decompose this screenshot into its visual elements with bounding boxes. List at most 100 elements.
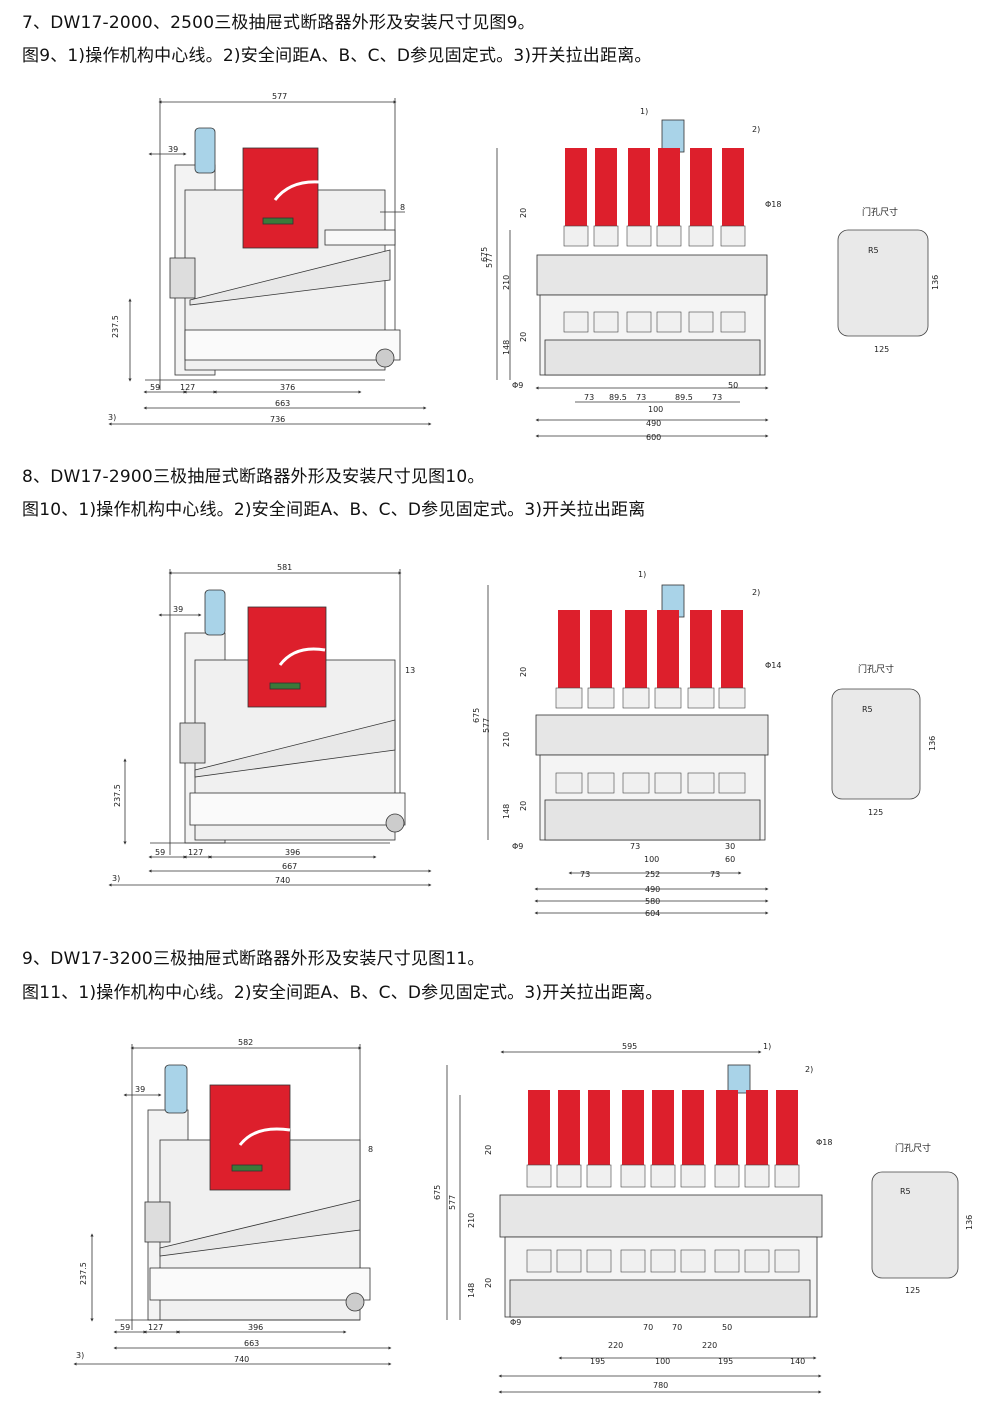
dim-736: 736 bbox=[270, 415, 285, 424]
door-label: 门孔尺寸 bbox=[895, 1142, 931, 1154]
dim-phi18: Φ18 bbox=[765, 200, 781, 209]
dim-73-1: 73 bbox=[584, 393, 594, 402]
red-poles bbox=[528, 1090, 798, 1165]
dim-59: 59 bbox=[120, 1323, 130, 1332]
door-cutout bbox=[831, 688, 921, 800]
note-2: 2) bbox=[805, 1065, 813, 1074]
dim-73a: 73 bbox=[630, 842, 640, 851]
dim-20a: 20 bbox=[519, 208, 528, 218]
dim-580: 580 bbox=[645, 897, 660, 906]
section-3-caption: 图11、1)操作机构中心线。2)安全间距A、B、C、D参见固定式。3)开关拉出距… bbox=[22, 983, 663, 1003]
dim-13: 13 bbox=[405, 666, 415, 675]
dim-148: 148 bbox=[467, 1283, 476, 1298]
door-r5: R5 bbox=[868, 246, 879, 255]
section-2-caption: 图10、1)操作机构中心线。2)安全间距A、B、C、D参见固定式。3)开关拉出距… bbox=[22, 500, 646, 520]
dim-100: 100 bbox=[648, 405, 663, 414]
dim-59: 59 bbox=[150, 383, 160, 392]
dim-73-3: 73 bbox=[712, 393, 722, 402]
dim-8: 8 bbox=[368, 1145, 373, 1154]
dim-127: 127 bbox=[148, 1323, 163, 1332]
door-136: 136 bbox=[931, 275, 940, 290]
dim-577: 577 bbox=[482, 718, 491, 733]
dim-210: 210 bbox=[467, 1213, 476, 1228]
dim-100: 100 bbox=[655, 1357, 670, 1366]
section-2-title: 8、DW17-2900三极抽屉式断路器外形及安装尺寸见图10。 bbox=[22, 467, 485, 487]
dim-127: 127 bbox=[180, 383, 195, 392]
dim-577: 577 bbox=[272, 92, 287, 101]
note-3: 3) bbox=[108, 413, 116, 422]
dim-73-2: 73 bbox=[636, 393, 646, 402]
dim-phi14: Φ14 bbox=[765, 661, 781, 670]
dim-740: 740 bbox=[275, 876, 290, 885]
dim-780: 780 bbox=[653, 1381, 668, 1390]
door-r5: R5 bbox=[900, 1187, 911, 1196]
figure-9: 577 39 8 237.5 59 127 376 663 736 3) 1) … bbox=[108, 92, 940, 442]
dim-396: 396 bbox=[285, 848, 300, 857]
note-2: 2) bbox=[752, 125, 760, 134]
dim-376: 376 bbox=[280, 383, 295, 392]
dim-148: 148 bbox=[502, 804, 511, 819]
dim-490: 490 bbox=[645, 885, 660, 894]
dim-phi9: Φ9 bbox=[512, 842, 523, 851]
dim-89-5-1: 89.5 bbox=[609, 393, 627, 402]
dim-59: 59 bbox=[155, 848, 165, 857]
dim-20b: 20 bbox=[519, 332, 528, 342]
dim-237-5: 237.5 bbox=[113, 784, 122, 807]
door-125: 125 bbox=[874, 345, 889, 354]
door-136: 136 bbox=[965, 1215, 974, 1230]
dim-675: 675 bbox=[472, 708, 481, 723]
dim-20b: 20 bbox=[484, 1278, 493, 1288]
dim-8: 8 bbox=[400, 203, 405, 212]
dim-100: 100 bbox=[644, 855, 659, 864]
dim-490: 490 bbox=[646, 419, 661, 428]
dim-phi9: Φ9 bbox=[512, 381, 523, 390]
dim-237-5: 237.5 bbox=[79, 1262, 88, 1285]
figure-11: 582 39 8 237.5 59 127 396 663 740 3) bbox=[73, 1038, 974, 1394]
door-cutout bbox=[871, 1171, 959, 1279]
dim-73-left: 73 bbox=[580, 870, 590, 879]
dim-73-right: 73 bbox=[710, 870, 720, 879]
red-poles bbox=[558, 610, 743, 688]
note-1: 1) bbox=[763, 1042, 771, 1051]
dim-140: 140 bbox=[790, 1357, 805, 1366]
dim-50: 50 bbox=[722, 1323, 732, 1332]
door-cutout bbox=[837, 229, 929, 337]
dim-220a: 220 bbox=[608, 1341, 623, 1350]
dim-663: 663 bbox=[244, 1339, 259, 1348]
dim-210: 210 bbox=[502, 275, 511, 290]
door-125: 125 bbox=[905, 1286, 920, 1295]
terminal-blocks bbox=[555, 687, 746, 794]
door-label: 门孔尺寸 bbox=[858, 663, 894, 675]
dim-39: 39 bbox=[135, 1085, 145, 1094]
dim-220b: 220 bbox=[702, 1341, 717, 1350]
door-125: 125 bbox=[868, 808, 883, 817]
dim-675: 675 bbox=[433, 1185, 442, 1200]
door-136: 136 bbox=[928, 736, 937, 751]
dim-20a: 20 bbox=[519, 667, 528, 677]
dim-70b: 70 bbox=[672, 1323, 682, 1332]
note-1: 1) bbox=[640, 107, 648, 116]
dim-195b: 195 bbox=[718, 1357, 733, 1366]
dim-60: 60 bbox=[725, 855, 735, 864]
note-3: 3) bbox=[112, 874, 120, 883]
side-view bbox=[108, 98, 432, 426]
dim-phi9: Φ9 bbox=[510, 1318, 521, 1327]
dim-89-5-2: 89.5 bbox=[675, 393, 693, 402]
dim-50: 50 bbox=[728, 381, 738, 390]
dim-604: 604 bbox=[645, 909, 660, 918]
dim-600: 600 bbox=[646, 433, 661, 442]
dim-595: 595 bbox=[622, 1042, 637, 1051]
dim-70a: 70 bbox=[643, 1323, 653, 1332]
side-view bbox=[108, 569, 432, 887]
dim-667: 667 bbox=[282, 862, 297, 871]
dim-252: 252 bbox=[645, 870, 660, 879]
note-1: 1) bbox=[638, 570, 646, 579]
section-1-caption: 图9、1)操作机构中心线。2)安全间距A、B、C、D参见固定式。3)开关拉出距离… bbox=[22, 46, 652, 66]
note-2: 2) bbox=[752, 588, 760, 597]
dim-237-5: 237.5 bbox=[111, 315, 120, 338]
dim-582: 582 bbox=[238, 1038, 253, 1047]
note-3: 3) bbox=[76, 1351, 84, 1360]
side-view bbox=[73, 1044, 392, 1366]
dim-30: 30 bbox=[725, 842, 735, 851]
dim-577: 577 bbox=[448, 1195, 457, 1210]
